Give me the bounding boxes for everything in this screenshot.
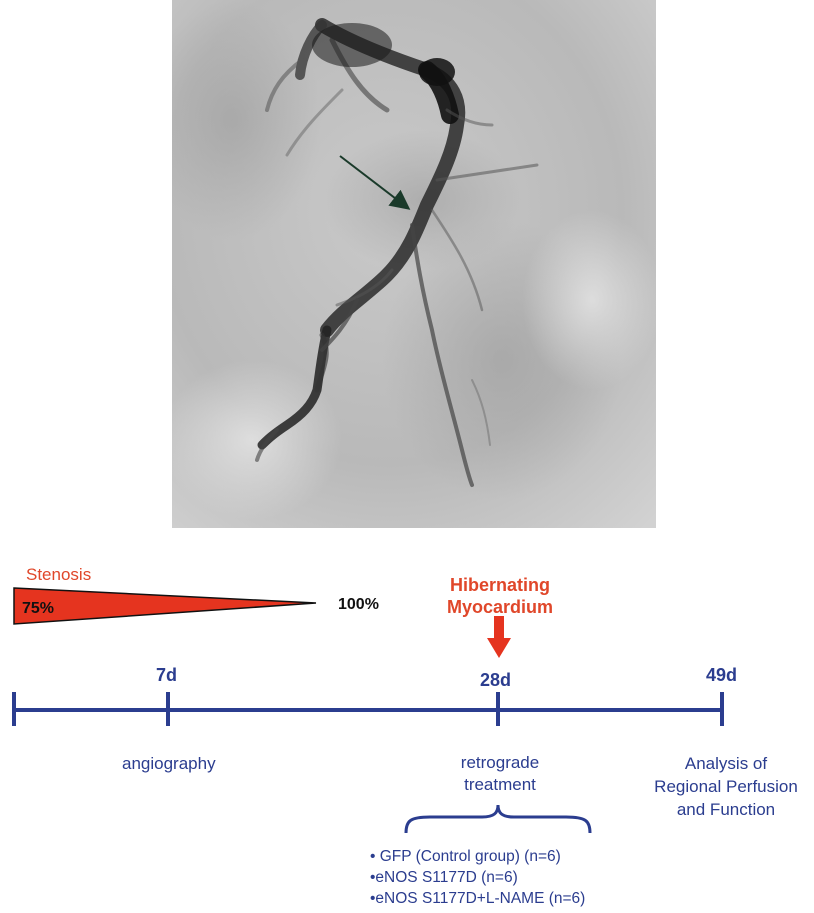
stenosis-end-label: 100% xyxy=(338,596,379,614)
timeline xyxy=(0,680,814,740)
event-analysis: Analysis of Regional Perfusion and Funct… xyxy=(640,752,812,821)
down-arrow-icon xyxy=(487,616,511,660)
group-item: • GFP (Control group) (n=6) xyxy=(370,846,585,867)
analysis-line2: Regional Perfusion xyxy=(640,775,812,798)
hibernating-line1: Hibernating xyxy=(430,574,570,596)
angiography-image xyxy=(172,0,656,528)
hibernating-line2: Myocardium xyxy=(430,596,570,618)
treatment-groups-list: • GFP (Control group) (n=6) •eNOS S1177D… xyxy=(370,846,585,909)
stenosis-wedge xyxy=(10,584,320,628)
day-label-7d: 7d xyxy=(156,665,177,686)
group-item: •eNOS S1177D (n=6) xyxy=(370,867,585,888)
event-retrograde-treatment: retrograde treatment xyxy=(430,752,570,796)
analysis-line3: and Function xyxy=(640,798,812,821)
analysis-line1: Analysis of xyxy=(640,752,812,775)
retrograde-line1: retrograde xyxy=(430,752,570,774)
retrograde-line2: treatment xyxy=(430,774,570,796)
group-item: •eNOS S1177D+L-NAME (n=6) xyxy=(370,888,585,909)
day-label-28d: 28d xyxy=(480,670,511,691)
curly-brace xyxy=(400,803,596,837)
day-label-49d: 49d xyxy=(706,665,737,686)
stenosis-title: Stenosis xyxy=(26,565,91,585)
hibernating-myocardium-label: Hibernating Myocardium xyxy=(430,574,570,618)
event-angiography: angiography xyxy=(122,754,216,774)
stenosis-start-label: 75% xyxy=(22,600,54,618)
